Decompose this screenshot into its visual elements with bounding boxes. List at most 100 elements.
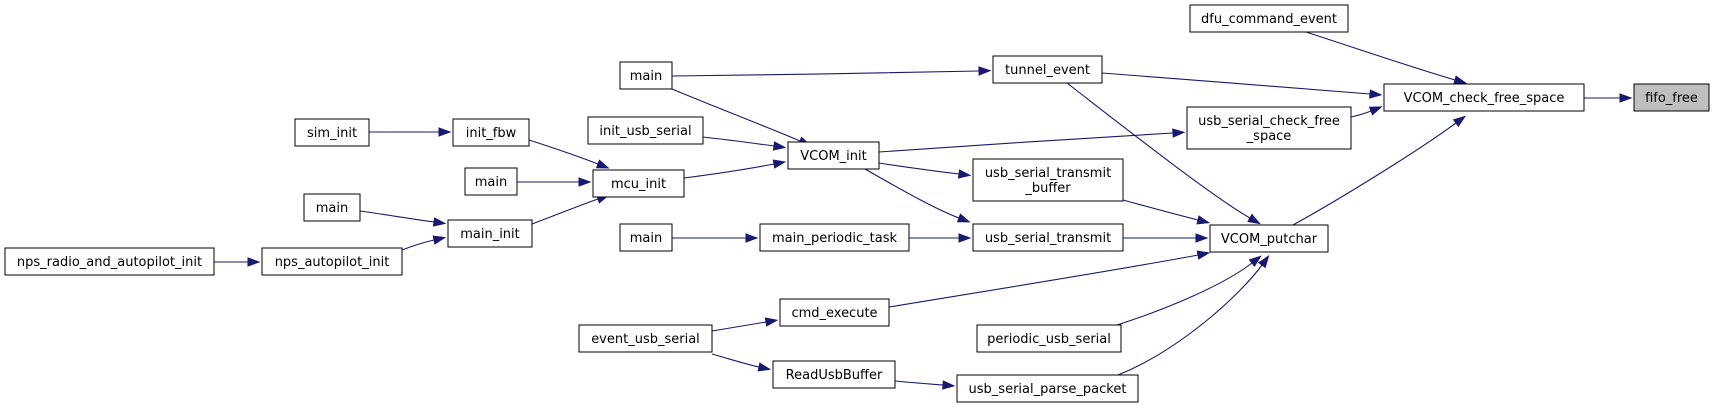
edge-line <box>683 163 775 179</box>
edge-init-usb-serial-to-vcom-init <box>702 136 787 151</box>
node-vcom-init[interactable]: VCOM_init <box>787 141 880 170</box>
edge-line <box>1305 31 1456 81</box>
node-label: main <box>475 175 507 190</box>
arrowhead-icon <box>432 217 447 227</box>
edge-vcom-init-to-usb-serial-transmit <box>864 168 971 223</box>
edge-line <box>1292 122 1457 226</box>
node-vcom-check-free-space[interactable]: VCOM_check_free_space <box>1383 83 1585 112</box>
arrowhead-icon <box>1196 215 1211 225</box>
node-usb-serial-parse-packet[interactable]: usb_serial_parse_packet <box>956 374 1139 403</box>
node-label: VCOM_putchar <box>1221 232 1318 247</box>
arrowhead-icon <box>772 141 787 151</box>
node-main-periodic-task[interactable]: main_periodic_task <box>759 223 910 252</box>
node-vcom-putchar[interactable]: VCOM_putchar <box>1209 224 1329 253</box>
node-mcu-init[interactable]: mcu_init <box>592 169 685 198</box>
arrowhead-icon <box>1195 233 1209 243</box>
node-dfu-command-event[interactable]: dfu_command_event <box>1189 4 1349 33</box>
node-label: main <box>316 201 348 216</box>
arrowhead-icon <box>1257 254 1270 269</box>
edge-line <box>878 132 1174 153</box>
node-box <box>452 118 530 147</box>
arrowhead-icon <box>1368 106 1383 116</box>
edge-vcom-init-to-usb-serial-transmit-buffer <box>878 162 972 179</box>
node-box <box>1189 4 1349 33</box>
node-box <box>956 374 1139 403</box>
node-tunnel-event[interactable]: tunnel_event <box>992 55 1103 84</box>
node-nps-autopilot-init[interactable]: nps_autopilot_init <box>261 247 403 276</box>
edge-dfu-command-event-to-vcom-check-free-space <box>1305 31 1467 85</box>
edge-vcom-check-free-space-to-fifo-free <box>1584 93 1633 103</box>
node-box <box>303 193 361 222</box>
node-box <box>447 219 533 248</box>
edge-line <box>711 321 767 332</box>
node-box <box>592 169 685 198</box>
edge-event-usb-serial-to-cmd-execute <box>711 317 779 332</box>
node-usb-serial-check-free-space[interactable]: usb_serial_check_free_space <box>1186 106 1352 150</box>
node-box <box>779 298 890 327</box>
edge-usb-serial-parse-packet-to-vcom-putchar <box>1117 254 1270 376</box>
node-label: init_fbw <box>466 126 517 141</box>
node-event-usb-serial[interactable]: event_usb_serial <box>578 324 713 353</box>
node-label: ReadUsbBuffer <box>786 368 883 383</box>
edge-line <box>702 136 775 147</box>
edge-line <box>888 254 1199 308</box>
node-label: usb_serial_check_free <box>1198 114 1340 129</box>
node-main-init[interactable]: main_init <box>447 219 533 248</box>
node-box <box>1633 83 1710 112</box>
edge-line <box>671 70 980 77</box>
node-init-fbw[interactable]: init_fbw <box>452 118 530 147</box>
edge-line <box>1101 72 1371 95</box>
edge-line <box>1350 110 1372 118</box>
edge-tunnel-event-to-vcom-putchar <box>1066 82 1261 225</box>
node-main-d[interactable]: main <box>619 223 673 252</box>
edge-line <box>894 380 944 386</box>
node-sim-init[interactable]: sim_init <box>294 118 370 147</box>
edge-line <box>878 162 960 175</box>
edge-line <box>528 139 599 165</box>
node-box <box>4 247 215 276</box>
arrowhead-icon <box>772 159 787 169</box>
edge-nps-radio-and-autopilot-init-to-nps-autopilot-init <box>214 257 261 267</box>
node-label: _buffer <box>1024 181 1071 196</box>
arrowhead-icon <box>942 380 956 390</box>
node-fifo-free[interactable]: fifo_free <box>1633 83 1710 112</box>
node-label: sim_init <box>307 126 357 141</box>
node-box <box>787 141 880 170</box>
edge-line <box>1116 262 1253 326</box>
node-usb-serial-transmit-buffer[interactable]: usb_serial_transmit_buffer <box>972 158 1124 202</box>
edge-cmd-execute-to-vcom-putchar <box>888 250 1211 308</box>
node-init-usb-serial[interactable]: init_usb_serial <box>587 116 704 145</box>
edge-line <box>401 239 435 251</box>
edge-main-d-to-main-periodic-task <box>672 233 759 243</box>
function-nodes: fifo_free VCOM_check_free_space dfu_comman… <box>4 4 1710 403</box>
node-nps-radio-and-autopilot-init[interactable]: nps_radio_and_autopilot_init <box>4 247 215 276</box>
arrowhead-icon <box>764 317 779 327</box>
node-periodic-usb-serial[interactable]: periodic_usb_serial <box>976 324 1122 353</box>
edge-line <box>1117 264 1263 376</box>
call-edges <box>214 31 1633 390</box>
node-label: mcu_init <box>611 177 666 192</box>
edge-line <box>711 353 760 368</box>
node-label: VCOM_init <box>800 149 866 164</box>
node-box <box>759 223 910 252</box>
node-label: init_usb_serial <box>599 124 691 139</box>
arrowhead-icon <box>1452 115 1467 128</box>
node-label: dfu_command_event <box>1201 12 1337 27</box>
node-main-a[interactable]: main <box>619 61 673 90</box>
node-main-b[interactable]: main <box>464 167 518 196</box>
edge-main-periodic-task-to-usb-serial-transmit <box>909 233 972 243</box>
node-label: usb_serial_transmit <box>985 231 1111 246</box>
node-cmd-execute[interactable]: cmd_execute <box>779 298 890 327</box>
node-box <box>772 360 896 389</box>
edge-line <box>531 198 599 225</box>
node-usb-serial-transmit[interactable]: usb_serial_transmit <box>972 223 1124 252</box>
node-main-c[interactable]: main <box>303 193 361 222</box>
arrowhead-icon <box>578 177 592 187</box>
node-box <box>464 167 518 196</box>
node-readusbbuffer[interactable]: ReadUsbBuffer <box>772 360 896 389</box>
edge-usb-serial-check-free-space-to-vcom-check-free-space <box>1350 106 1383 118</box>
node-label: periodic_usb_serial <box>987 332 1111 347</box>
node-box <box>972 158 1124 202</box>
arrowhead-icon <box>956 213 971 223</box>
